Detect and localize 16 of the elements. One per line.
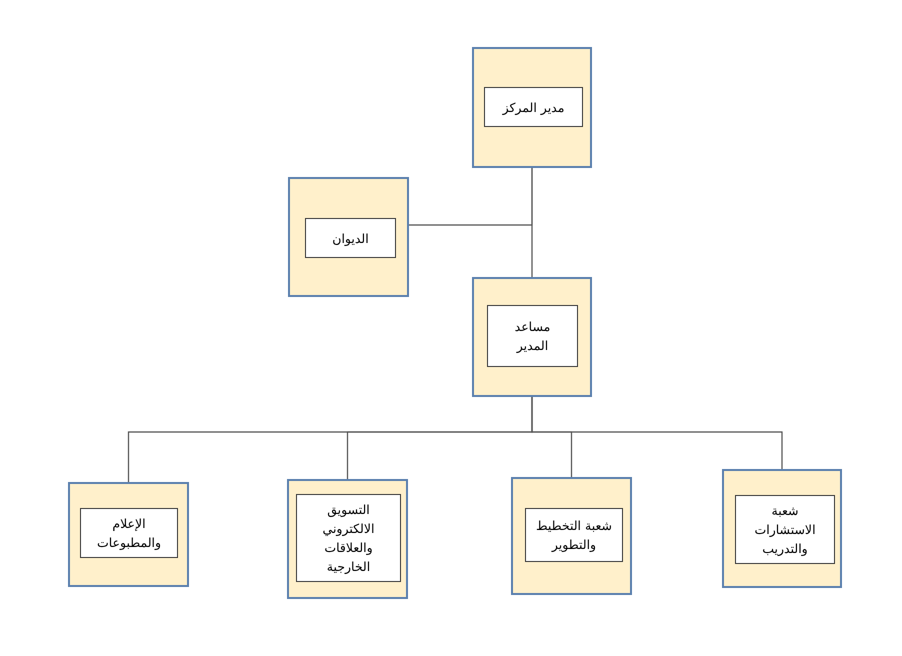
title-box: الديوان — [305, 218, 396, 258]
connector-line — [409, 168, 533, 226]
org-box — [288, 177, 409, 297]
title-box: الإعلام والمطبوعات — [80, 508, 178, 558]
org-box — [472, 47, 592, 168]
org-box — [287, 479, 408, 599]
title-box: مساعد المدير — [487, 305, 578, 367]
title-box: شعبة الاستشارات والتدريب — [735, 495, 835, 564]
org-box — [68, 482, 189, 587]
org-box — [511, 477, 632, 595]
title-box: مدير المركز — [484, 87, 583, 127]
title-box: شعبة التخطيط والتطوير — [525, 508, 623, 562]
org-box — [722, 469, 842, 588]
connector-line — [128, 397, 533, 482]
org-box — [472, 277, 592, 397]
title-box: التسويق الالكتروني والعلاقات الخارجية — [296, 494, 401, 582]
